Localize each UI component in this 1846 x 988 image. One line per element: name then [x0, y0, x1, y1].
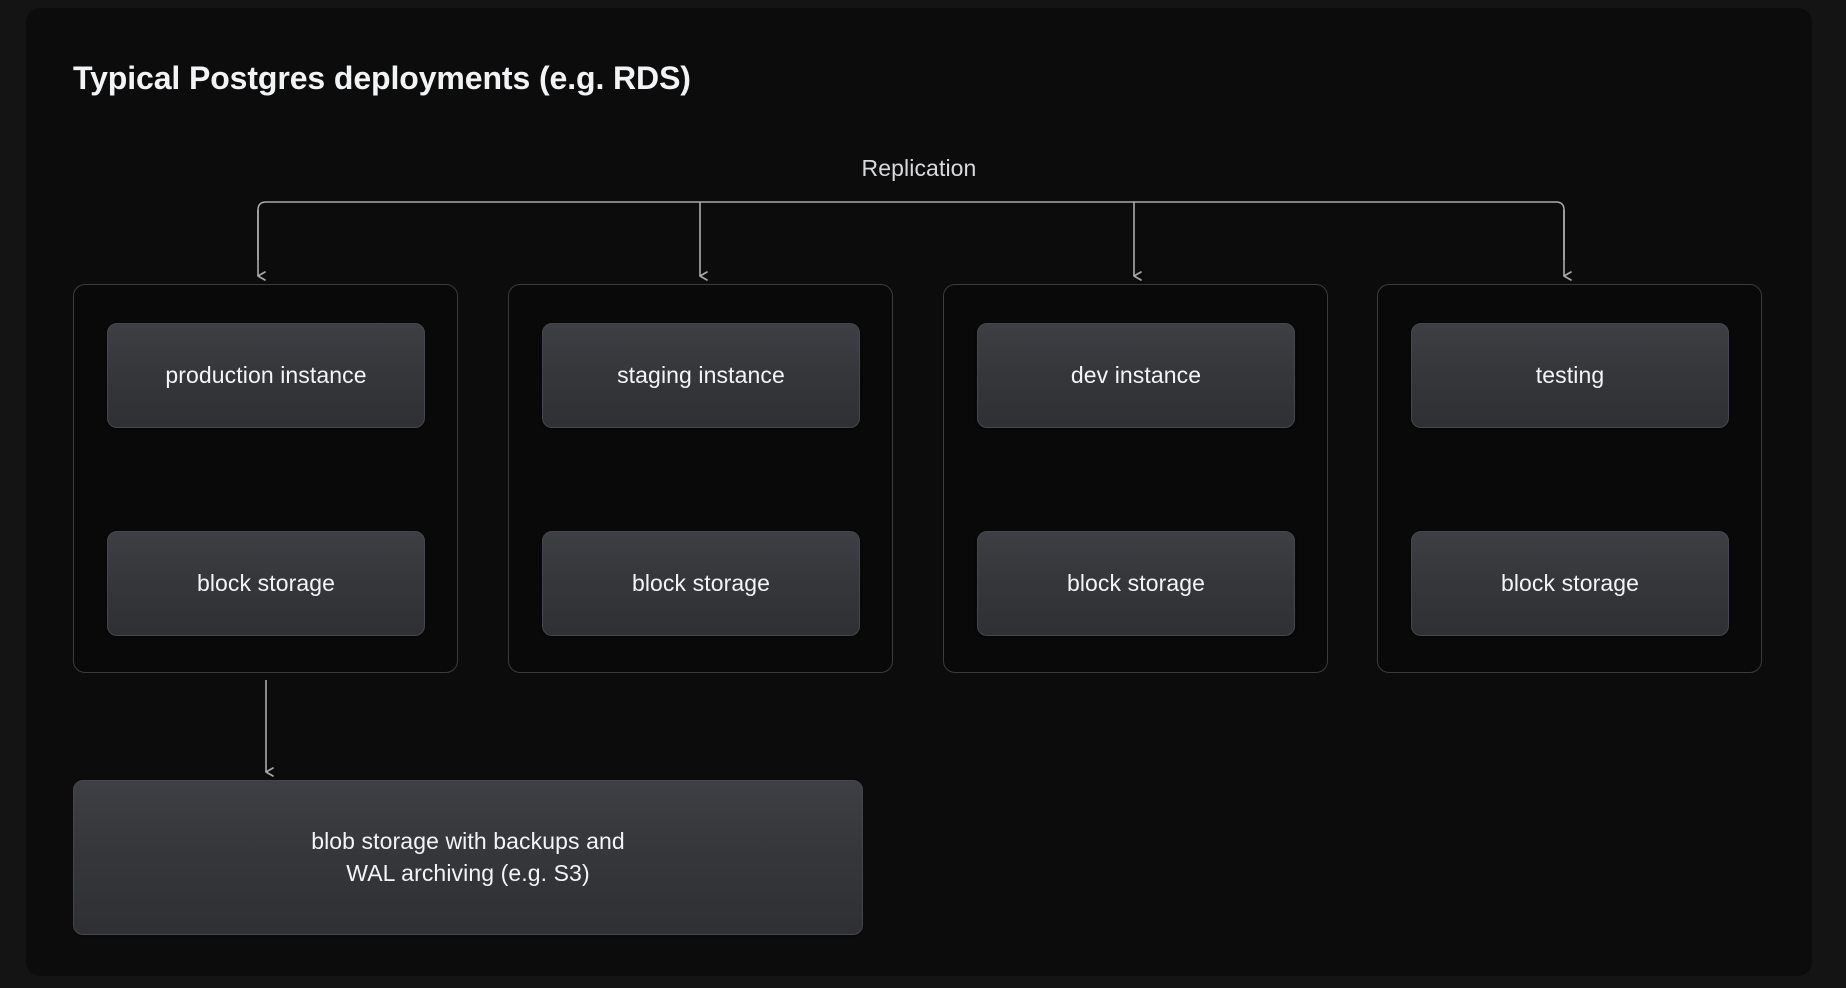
node-label: production instance	[165, 362, 367, 388]
node-testing-instance[interactable]: testing	[1411, 323, 1729, 428]
node-production-instance[interactable]: production instance	[107, 323, 425, 428]
node-label: staging instance	[617, 362, 785, 388]
replication-label: Replication	[861, 155, 977, 181]
node-testing-block-storage[interactable]: block storage	[1411, 531, 1729, 636]
replication-bus	[257, 201, 1565, 260]
deployment-column-dev[interactable]: dev instance block storage	[943, 284, 1328, 673]
node-label: block storage	[1500, 570, 1640, 596]
node-label: block storage	[196, 570, 336, 596]
diagram-card: Typical Postgres deployments (e.g. RDS) …	[26, 8, 1812, 976]
deployment-column-production[interactable]: production instance block storage	[73, 284, 458, 673]
node-dev-block-storage[interactable]: block storage	[977, 531, 1295, 636]
node-staging-block-storage[interactable]: block storage	[542, 531, 860, 636]
node-label: dev instance	[1070, 362, 1202, 388]
node-label: block storage	[631, 570, 771, 596]
node-production-block-storage[interactable]: block storage	[107, 531, 425, 636]
node-dev-instance[interactable]: dev instance	[977, 323, 1295, 428]
node-staging-instance[interactable]: staging instance	[542, 323, 860, 428]
node-label: block storage	[1066, 570, 1206, 596]
node-blob-storage[interactable]: blob storage with backups and WAL archiv…	[73, 780, 863, 935]
replication-drop-arrows	[257, 202, 1572, 281]
deployment-column-staging[interactable]: staging instance block storage	[508, 284, 893, 673]
instance-storage-arrows	[258, 431, 1577, 525]
node-label: blob storage with backups and WAL archiv…	[311, 827, 625, 886]
page-title: Typical Postgres deployments (e.g. RDS)	[73, 60, 691, 96]
node-label: testing	[1535, 362, 1605, 388]
deployment-column-testing[interactable]: testing block storage	[1377, 284, 1762, 673]
